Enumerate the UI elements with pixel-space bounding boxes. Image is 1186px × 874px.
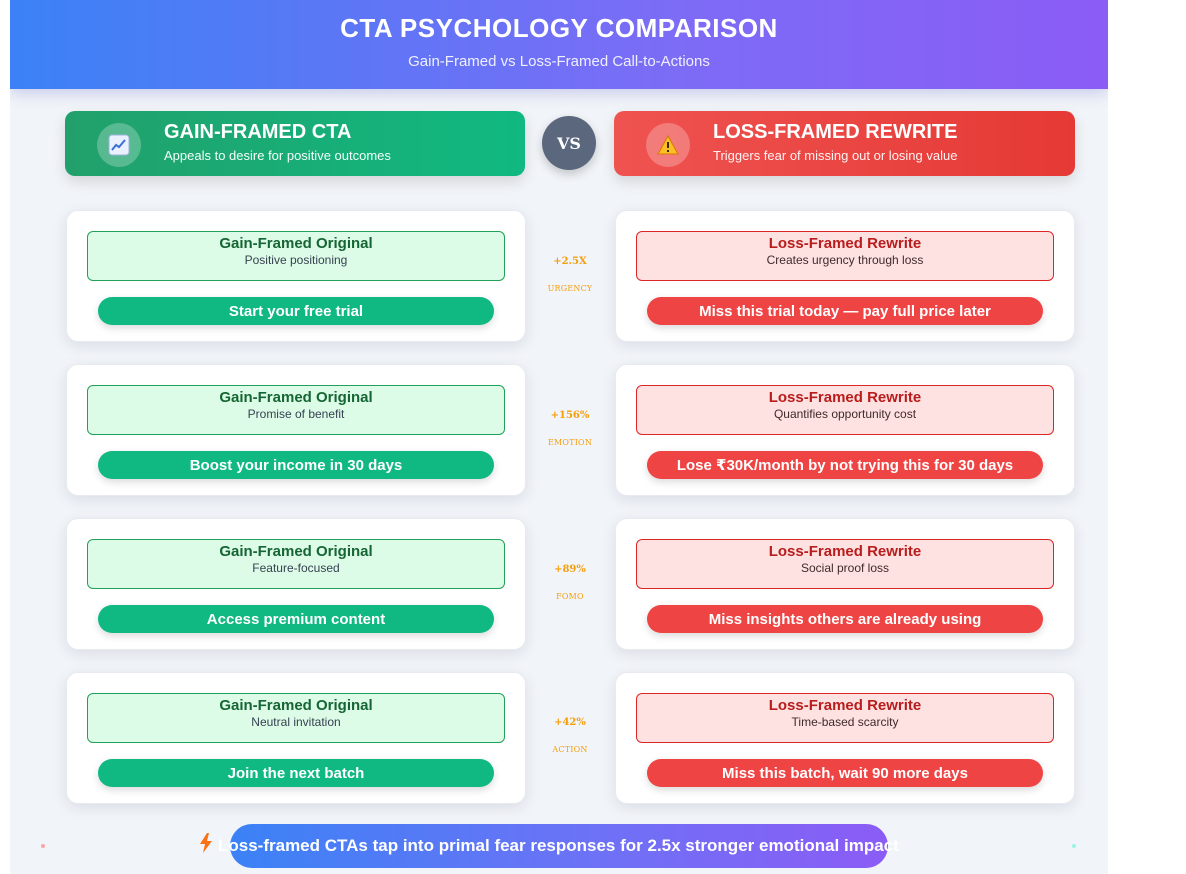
metric-badge: +2.5X URGENCY [530, 256, 610, 293]
metric-badge: +89% FOMO [530, 564, 610, 601]
metric-value: +42% [554, 717, 586, 728]
footer-banner [230, 824, 888, 868]
loss-column-title: LOSS-FRAMED REWRITE [713, 121, 958, 143]
loss-cta-button[interactable]: Lose ₹30K/month by not trying this for 3… [647, 451, 1043, 479]
loss-card: Loss-Framed Rewrite Social proof loss Mi… [615, 518, 1075, 650]
loss-card: Loss-Framed Rewrite Time-based scarcity … [615, 672, 1075, 804]
gain-card: Gain-Framed Original Promise of benefit … [66, 364, 526, 496]
gain-label-subtitle: Feature-focused [252, 561, 340, 575]
loss-label-subtitle: Time-based scarcity [791, 715, 899, 729]
loss-label-title: Loss-Framed Rewrite [768, 389, 922, 406]
loss-label-box: Loss-Framed Rewrite Quantifies opportuni… [636, 385, 1054, 435]
gain-label-box: Gain-Framed Original Feature-focused [87, 539, 505, 589]
gain-label-title: Gain-Framed Original [219, 697, 373, 714]
page-title: CTA PSYCHOLOGY COMPARISON [340, 13, 778, 43]
footer-message: Loss-framed CTAs tap into primal fear re… [200, 833, 899, 859]
loss-cta-button[interactable]: Miss insights others are already using [647, 605, 1043, 633]
vs-badge: VS [542, 116, 596, 170]
loss-label-box: Loss-Framed Rewrite Social proof loss [636, 539, 1054, 589]
gain-label-box: Gain-Framed Original Neutral invitation [87, 693, 505, 743]
metric-label: EMOTION [547, 438, 593, 447]
loss-label-title: Loss-Framed Rewrite [768, 697, 922, 714]
gain-card: Gain-Framed Original Feature-focused Acc… [66, 518, 526, 650]
infographic-canvas: CTA PSYCHOLOGY COMPARISON Gain-Framed vs… [10, 0, 1108, 874]
gain-label-subtitle: Neutral invitation [251, 715, 341, 729]
gain-cta-button[interactable]: Join the next batch [98, 759, 494, 787]
metric-label: URGENCY [547, 284, 593, 293]
gain-label-box: Gain-Framed Original Promise of benefit [87, 385, 505, 435]
gain-label-title: Gain-Framed Original [219, 543, 373, 560]
gain-label-title: Gain-Framed Original [219, 235, 373, 252]
loss-cta-button[interactable]: Miss this trial today — pay full price l… [647, 297, 1043, 325]
gain-card: Gain-Framed Original Positive positionin… [66, 210, 526, 342]
lightning-icon [200, 833, 212, 859]
loss-label-title: Loss-Framed Rewrite [768, 543, 922, 560]
loss-label-subtitle: Creates urgency through loss [766, 253, 924, 267]
loss-label-box: Loss-Framed Rewrite Time-based scarcity [636, 693, 1054, 743]
metric-label: ACTION [552, 745, 588, 754]
gain-card: Gain-Framed Original Neutral invitation … [66, 672, 526, 804]
loss-column-description: Triggers fear of missing out or losing v… [713, 148, 958, 163]
page-subtitle: Gain-Framed vs Loss-Framed Call-to-Actio… [408, 53, 710, 70]
gain-cta-button[interactable]: Start your free trial [98, 297, 494, 325]
decorative-dot [1072, 844, 1076, 848]
gain-cta-button[interactable]: Access premium content [98, 605, 494, 633]
gain-cta-button[interactable]: Boost your income in 30 days [98, 451, 494, 479]
metric-value: +2.5X [553, 256, 587, 267]
gain-label-title: Gain-Framed Original [219, 389, 373, 406]
loss-cta-button[interactable]: Miss this batch, wait 90 more days [647, 759, 1043, 787]
loss-label-subtitle: Social proof loss [800, 561, 890, 575]
gain-column-title: GAIN-FRAMED CTA [164, 121, 352, 143]
metric-value: +156% [550, 410, 590, 421]
loss-card: Loss-Framed Rewrite Creates urgency thro… [615, 210, 1075, 342]
decorative-dot [41, 844, 45, 848]
footer-text: Loss-framed CTAs tap into primal fear re… [218, 836, 899, 855]
loss-column-header: LOSS-FRAMED REWRITE Triggers fear of mis… [614, 111, 1075, 176]
loss-label-subtitle: Quantifies opportunity cost [773, 407, 917, 421]
gain-column-description: Appeals to desire for positive outcomes [164, 148, 391, 163]
loss-label-title: Loss-Framed Rewrite [768, 235, 922, 252]
metric-value: +89% [554, 564, 586, 575]
gain-label-subtitle: Positive positioning [244, 253, 348, 267]
metric-badge: +42% ACTION [530, 717, 610, 754]
gain-label-subtitle: Promise of benefit [247, 407, 345, 421]
warning-icon [646, 123, 690, 167]
gain-label-box: Gain-Framed Original Positive positionin… [87, 231, 505, 281]
gain-column-header: GAIN-FRAMED CTA Appeals to desire for po… [65, 111, 525, 176]
chart-up-icon [97, 123, 141, 167]
page-header: CTA PSYCHOLOGY COMPARISON Gain-Framed vs… [10, 0, 1108, 89]
metric-badge: +156% EMOTION [530, 410, 610, 447]
loss-label-box: Loss-Framed Rewrite Creates urgency thro… [636, 231, 1054, 281]
loss-card: Loss-Framed Rewrite Quantifies opportuni… [615, 364, 1075, 496]
metric-label: FOMO [556, 592, 584, 601]
